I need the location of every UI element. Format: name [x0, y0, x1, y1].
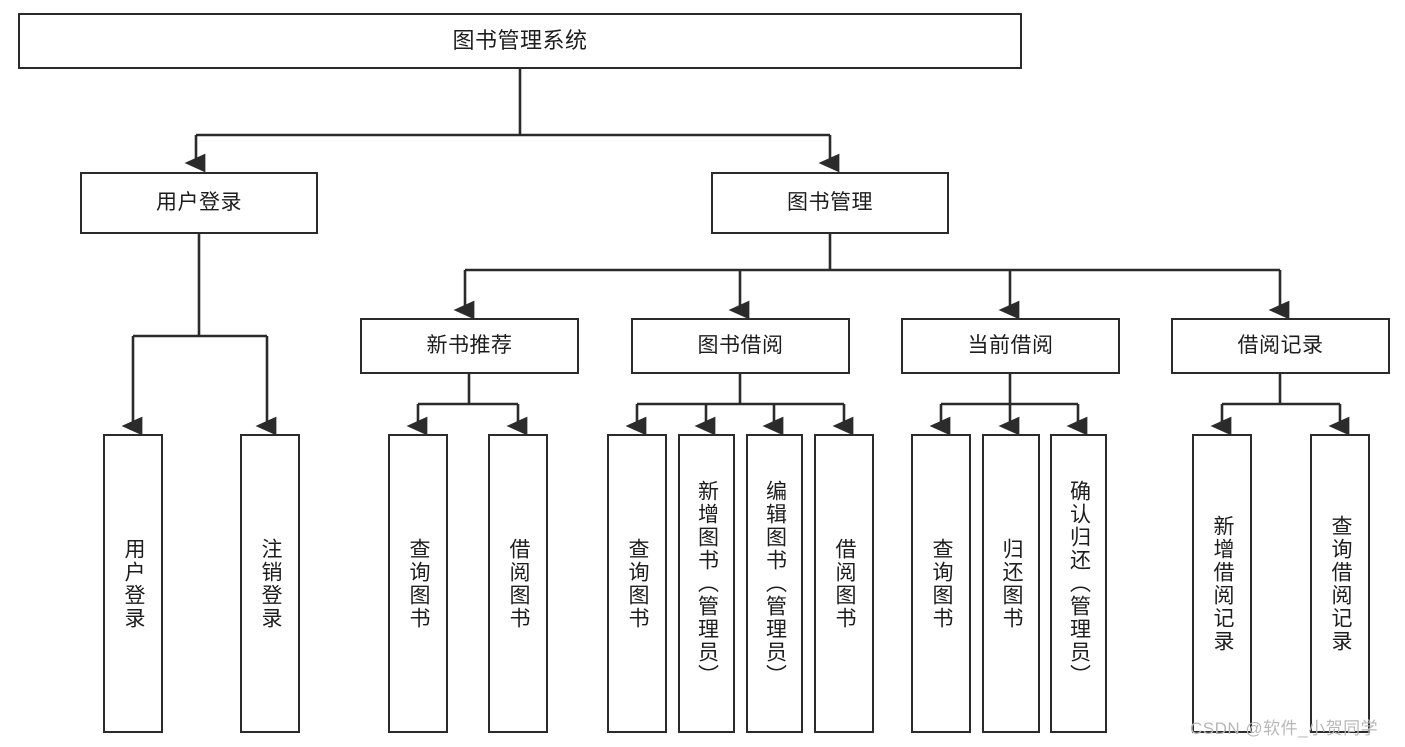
- node-label: 归还图书: [1000, 537, 1024, 630]
- node-label: 注销登录: [259, 537, 283, 630]
- watermark-text: CSDN @软件_小贺同学: [1190, 719, 1379, 738]
- leaf-new-book-query[interactable]: 查询图书: [388, 434, 448, 733]
- leaf-current-borrow-confirm-return[interactable]: 确认归还（管理员）: [1050, 434, 1107, 733]
- node-root-system[interactable]: 图书管理系统: [18, 13, 1022, 69]
- node-label: 新书推荐: [426, 333, 513, 357]
- node-user-login[interactable]: 用户登录: [80, 172, 318, 234]
- leaf-book-borrow-add[interactable]: 新增图书（管理员）: [678, 434, 735, 733]
- leaf-book-borrow-query[interactable]: 查询图书: [607, 434, 667, 733]
- leaf-new-book-borrow[interactable]: 借阅图书: [488, 434, 548, 733]
- node-current-borrow[interactable]: 当前借阅: [901, 318, 1120, 374]
- leaf-book-borrow-borrow[interactable]: 借阅图书: [814, 434, 874, 733]
- node-label: 图书管理系统: [452, 28, 588, 54]
- leaf-current-borrow-query[interactable]: 查询图书: [911, 434, 971, 733]
- leaf-borrow-record-query[interactable]: 查询借阅记录: [1310, 434, 1370, 733]
- node-label: 查询借阅记录: [1329, 514, 1353, 653]
- node-label: 确认归还（管理员）: [1067, 480, 1091, 687]
- node-label: 查询图书: [626, 537, 650, 630]
- node-label: 借阅记录: [1237, 333, 1324, 357]
- node-label: 用户登录: [156, 190, 242, 214]
- node-book-management[interactable]: 图书管理: [711, 172, 949, 234]
- leaf-user-login-login[interactable]: 用户登录: [103, 434, 163, 733]
- node-label: 借阅图书: [833, 537, 857, 630]
- node-label: 当前借阅: [967, 333, 1054, 357]
- leaf-user-login-logout[interactable]: 注销登录: [240, 434, 300, 733]
- node-label: 查询图书: [930, 537, 954, 630]
- node-new-book-recommend[interactable]: 新书推荐: [360, 318, 579, 374]
- node-label: 新增图书（管理员）: [695, 480, 719, 687]
- node-label: 新增借阅记录: [1211, 514, 1235, 653]
- node-label: 用户登录: [122, 537, 146, 630]
- node-label: 查询图书: [407, 537, 431, 630]
- leaf-borrow-record-add[interactable]: 新增借阅记录: [1192, 434, 1252, 733]
- node-label: 编辑图书（管理员）: [763, 480, 787, 687]
- node-book-borrow[interactable]: 图书借阅: [631, 318, 850, 374]
- node-label: 图书管理: [787, 190, 873, 214]
- node-borrow-records[interactable]: 借阅记录: [1171, 318, 1390, 374]
- node-label: 借阅图书: [507, 537, 531, 630]
- leaf-book-borrow-edit[interactable]: 编辑图书（管理员）: [746, 434, 803, 733]
- leaf-current-borrow-return[interactable]: 归还图书: [982, 434, 1040, 733]
- node-label: 图书借阅: [697, 333, 784, 357]
